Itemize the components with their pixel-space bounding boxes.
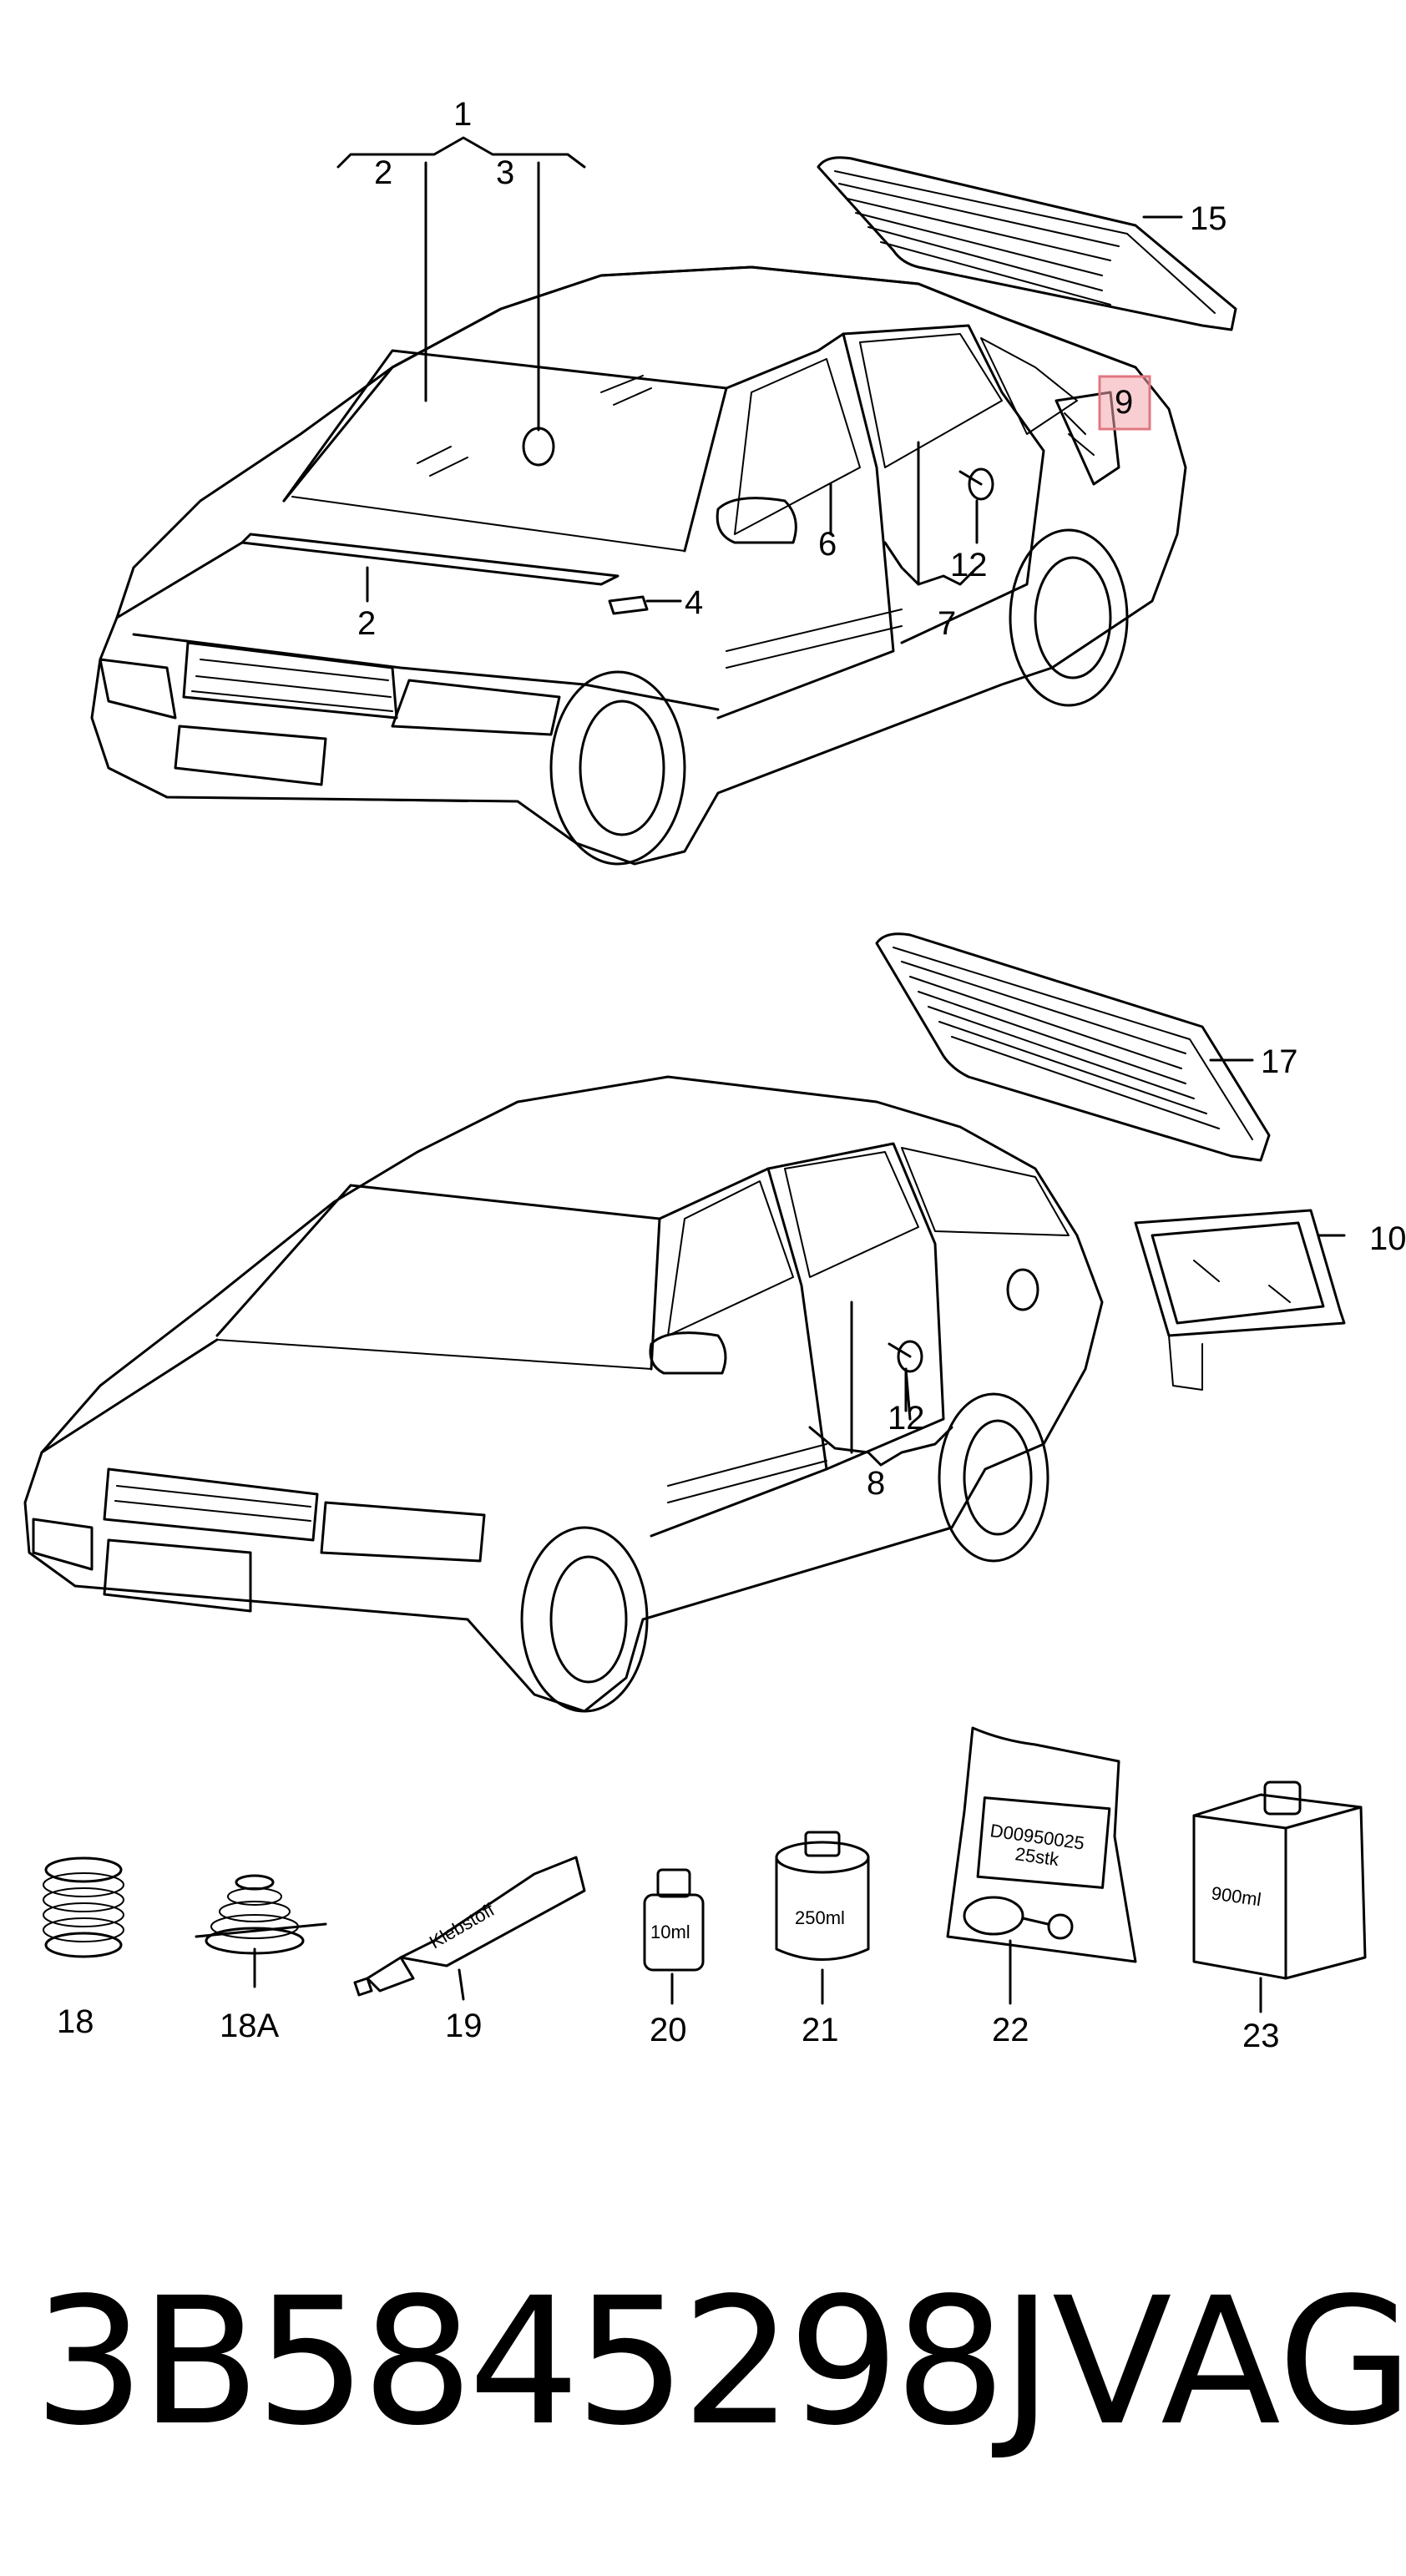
highlight-box-9 — [1098, 375, 1151, 431]
callout-12-bottom: 12 — [888, 1400, 925, 1437]
cone-spring-18a — [195, 1874, 327, 1955]
wagon-illustration — [23, 1075, 1104, 1713]
adhesive-tube-19: Klebstoff — [353, 1856, 586, 1997]
bag-22: D00950025 25stk — [946, 1726, 1137, 1963]
small-bottle-label: 10ml — [650, 1922, 690, 1942]
callout-2-top: 2 — [374, 154, 392, 191]
small-bottle-20: 10ml — [643, 1868, 705, 1972]
box-23: 900ml — [1192, 1780, 1367, 1980]
callout-23: 23 — [1242, 2018, 1280, 2054]
callout-19: 19 — [445, 2008, 483, 2044]
callout-20: 20 — [650, 2012, 687, 2048]
callout-3: 3 — [496, 154, 514, 191]
callout-4: 4 — [685, 584, 703, 621]
footer: 3B5845298J VAG — [33, 2254, 1406, 2471]
callout-labels: 1 2 3 2 4 6 7 9 12 15 17 10 12 8 18 18A … — [57, 96, 1406, 2054]
callout-6: 6 — [818, 526, 837, 563]
callout-12-top: 12 — [950, 547, 988, 583]
callout-8: 8 — [867, 1465, 885, 1502]
box-label: 900ml — [1210, 1882, 1262, 1910]
callout-22: 22 — [992, 2012, 1029, 2048]
callout-1: 1 — [453, 96, 472, 133]
can-21: 250ml — [775, 1831, 870, 1961]
callout-18: 18 — [57, 2003, 94, 2040]
callout-17: 17 — [1261, 1043, 1298, 1080]
rear-window-17 — [875, 932, 1271, 1162]
callout-7: 7 — [938, 605, 956, 642]
callout-9: 9 — [1115, 384, 1133, 421]
part-number: 3B5845298J — [33, 2260, 1053, 2464]
sedan-illustration — [90, 265, 1187, 866]
rear-window-15 — [817, 156, 1237, 331]
leader-lines — [253, 136, 1346, 2013]
callout-15: 15 — [1190, 200, 1227, 237]
callout-21: 21 — [802, 2012, 839, 2048]
quarter-window-10 — [1134, 1209, 1346, 1391]
callout-10: 10 — [1369, 1220, 1406, 1257]
callout-2-hood: 2 — [357, 605, 376, 642]
callout-18a: 18A — [220, 2008, 279, 2044]
spring-18 — [43, 1856, 124, 1958]
brand-name: VAG — [1052, 2260, 1406, 2464]
can-label: 250ml — [795, 1907, 845, 1928]
